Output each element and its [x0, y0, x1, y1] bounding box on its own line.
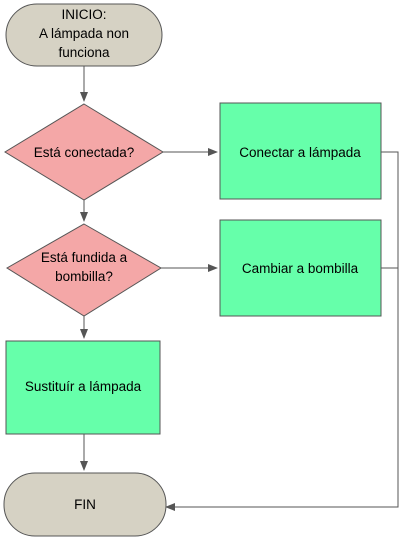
process-change-bulb-shape — [219, 219, 382, 317]
end-terminator: FIN — [3, 472, 167, 537]
start-terminator: INICIO: A lámpada non funciona — [5, 3, 163, 67]
decision-bulb-blown: Está fundida a bombilla? — [6, 223, 162, 317]
process-change-bulb: Cambiar a bombilla — [219, 219, 382, 317]
decision-connected-shape — [4, 103, 164, 201]
process-change-bulb-label: Cambiar a bombilla — [242, 261, 359, 276]
decision-connected-label: Está conectada? — [34, 145, 135, 160]
process-replace-lamp: Sustituír a lámpada — [5, 340, 161, 435]
start-terminator-line-1: INICIO: — [61, 7, 106, 22]
decision-bulb-blown-shape — [6, 223, 162, 317]
process-connect-lamp-label: Conectar a lámpada — [239, 145, 361, 160]
process-replace-lamp-shape — [5, 340, 161, 435]
start-terminator-line-3: funciona — [58, 45, 110, 60]
decision-connected: Está conectada? — [4, 103, 164, 201]
start-terminator-line-2: A lámpada non — [39, 26, 129, 41]
decision-bulb-blown-line-2: bombilla? — [55, 269, 113, 284]
process-replace-lamp-label: Sustituír a lámpada — [25, 379, 142, 394]
end-terminator-label: FIN — [74, 497, 96, 512]
end-terminator-shape — [3, 472, 167, 537]
connectors — [80, 66, 399, 511]
decision-bulb-blown-line-1: Está fundida a — [41, 250, 128, 265]
process-connect-lamp: Conectar a lámpada — [219, 102, 382, 200]
connector-connect-to-end — [165, 151, 399, 511]
process-connect-lamp-shape — [219, 102, 382, 200]
start-terminator-shape — [5, 3, 163, 67]
